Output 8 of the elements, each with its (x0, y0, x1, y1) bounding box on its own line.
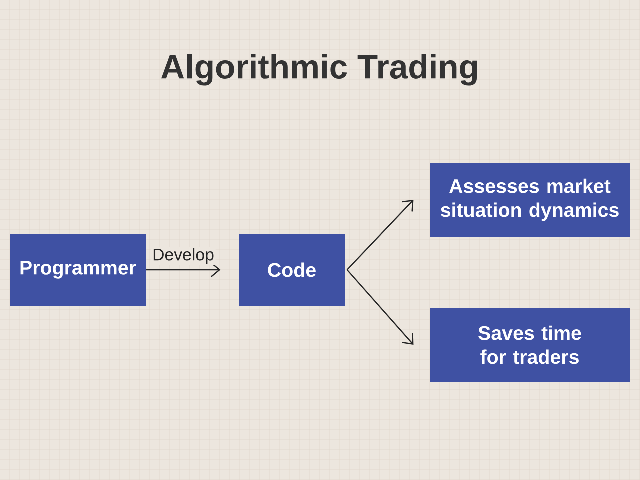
process-box: Code (239, 234, 345, 306)
edge-label: Develop (151, 246, 216, 266)
process-box: Programmer (10, 234, 146, 306)
process-box: Assesses market situation dynamics (430, 163, 630, 237)
arrow (346, 270, 414, 345)
process-box: Saves time for traders (430, 308, 630, 382)
title: Algorithmic Trading (162, 54, 478, 86)
arrow (346, 200, 414, 270)
